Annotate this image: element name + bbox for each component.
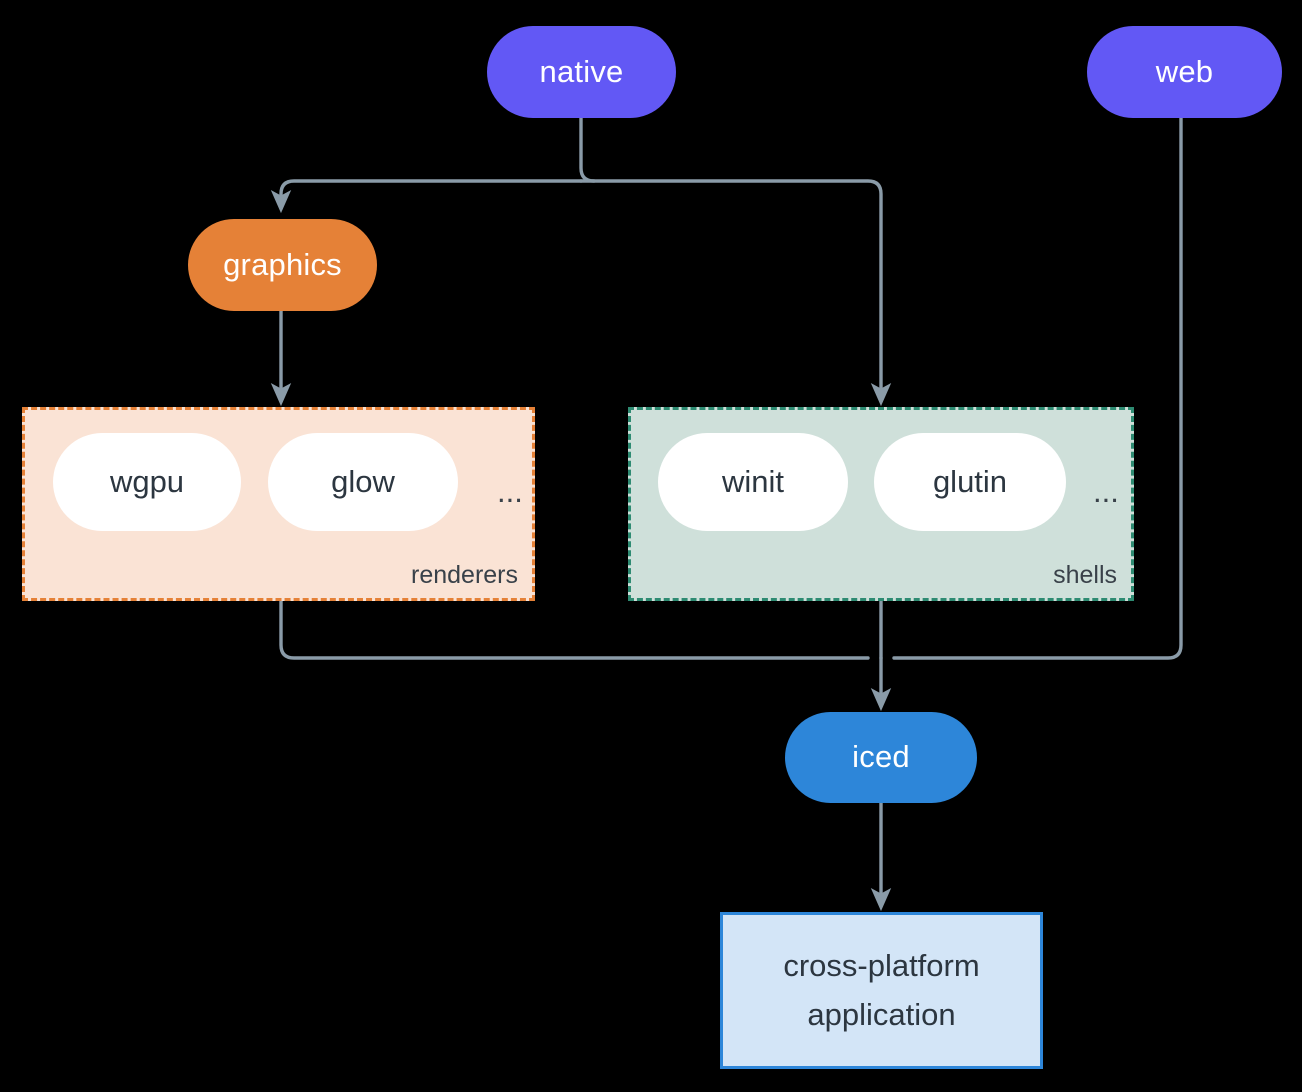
application-label-line1: cross-platform bbox=[783, 948, 980, 984]
node-iced[interactable]: iced bbox=[785, 712, 977, 803]
item-glow[interactable]: glow bbox=[268, 433, 458, 531]
node-web[interactable]: web bbox=[1087, 26, 1282, 118]
shells-overflow-ellipsis: ... bbox=[1093, 474, 1119, 509]
node-native[interactable]: native bbox=[487, 26, 676, 118]
group-renderers: wgpu glow ... renderers bbox=[22, 407, 535, 601]
edge-native-trunk bbox=[579, 116, 596, 183]
node-graphics[interactable]: graphics bbox=[188, 219, 377, 311]
item-wgpu[interactable]: wgpu bbox=[53, 433, 241, 531]
item-wgpu-label: wgpu bbox=[109, 464, 185, 499]
group-shells: winit glutin ... shells bbox=[628, 407, 1134, 601]
edge-renderers-to-iced bbox=[279, 599, 870, 660]
item-glutin[interactable]: glutin bbox=[874, 433, 1066, 531]
group-shells-label: shells bbox=[1053, 561, 1117, 589]
group-renderers-label: renderers bbox=[411, 561, 518, 589]
edge-native-to-graphics bbox=[281, 179, 583, 207]
application-label-line2: application bbox=[807, 996, 956, 1032]
renderers-overflow-ellipsis: ... bbox=[497, 474, 523, 509]
node-graphics-label: graphics bbox=[223, 246, 342, 282]
node-native-label: native bbox=[539, 53, 624, 89]
node-cross-platform-application[interactable]: cross-platform application bbox=[720, 912, 1043, 1069]
item-winit-label: winit bbox=[721, 464, 784, 499]
node-iced-label: iced bbox=[852, 739, 910, 775]
item-glutin-label: glutin bbox=[932, 464, 1008, 499]
item-glow-label: glow bbox=[331, 464, 395, 499]
node-web-label: web bbox=[1155, 53, 1214, 89]
item-winit[interactable]: winit bbox=[658, 433, 848, 531]
edge-native-to-shells bbox=[579, 179, 892, 407]
